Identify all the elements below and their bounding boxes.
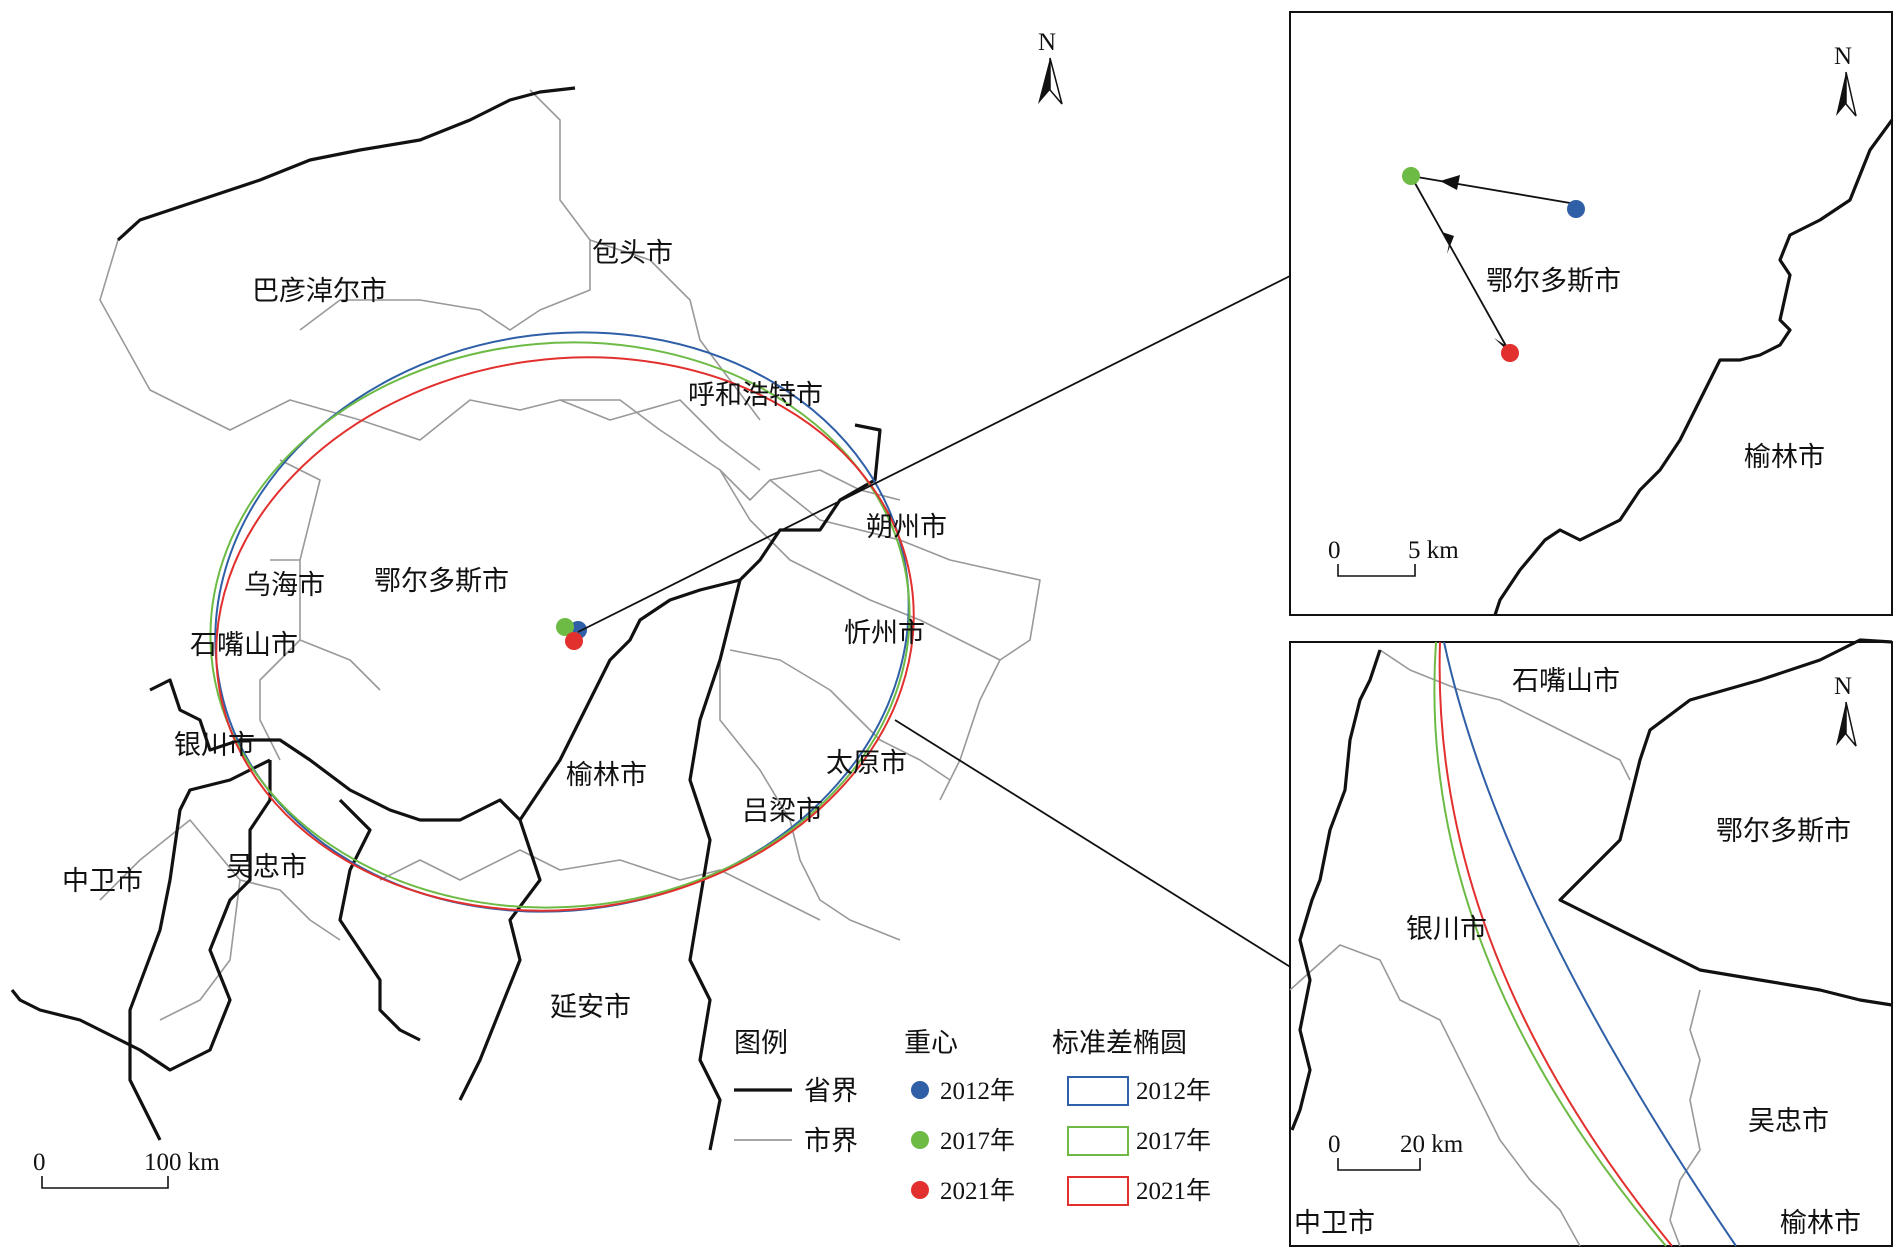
- svg-text:N: N: [1038, 29, 1056, 56]
- main-map: 巴彦淖尔市 包头市 呼和浩特市 鄂尔多斯市 乌海市 石嘴山市 银川市 朔州市 忻…: [10, 29, 1293, 1189]
- std-ellipses: [209, 331, 915, 913]
- leader-line-centroid: [577, 274, 1293, 633]
- svg-text:省界: 省界: [804, 1076, 858, 1107]
- legend: 图例 省界 市界 重心 2012年 2017年 2021年 标准差椭圆 2012…: [734, 1028, 1211, 1206]
- ellipse-2017: [209, 341, 911, 909]
- city-label: 吕梁市: [742, 796, 823, 827]
- svg-text:20 km: 20 km: [1400, 1131, 1464, 1158]
- inset-centroid-2017: [1402, 167, 1420, 185]
- svg-text:2021年: 2021年: [1136, 1177, 1211, 1205]
- svg-text:2017年: 2017年: [940, 1127, 1015, 1155]
- city-label: 银川市: [174, 730, 255, 761]
- centroid-2021-swatch: [911, 1181, 929, 1199]
- city-label: 忻州市: [844, 618, 925, 649]
- city-boundaries: [99, 89, 1041, 1021]
- province-boundaries: [10, 86, 882, 1151]
- city-label: 呼和浩特市: [688, 380, 823, 411]
- svg-text:0: 0: [33, 1149, 46, 1176]
- scale-bar: 0 100 km: [33, 1149, 220, 1189]
- city-label: 榆林市: [566, 760, 647, 791]
- svg-text:0: 0: [1328, 1131, 1341, 1158]
- svg-text:重心: 重心: [904, 1028, 958, 1059]
- city-label: 中卫市: [62, 866, 143, 897]
- ellipse-2017-swatch: [1067, 1126, 1129, 1156]
- svg-text:2012年: 2012年: [1136, 1077, 1211, 1105]
- svg-text:N: N: [1834, 43, 1852, 70]
- city-label: 石嘴山市: [1512, 666, 1620, 697]
- city-label: 包头市: [592, 238, 673, 269]
- city-label: 鄂尔多斯市: [1716, 816, 1851, 847]
- inset-ellipse-map: 石嘴山市 鄂尔多斯市 银川市 吴忠市 中卫市 榆林市 N 0 20 km: [1289, 638, 1893, 1247]
- centroid-2017-swatch: [911, 1131, 929, 1149]
- city-label: 朔州市: [866, 512, 947, 543]
- city-label: 榆林市: [1744, 442, 1825, 473]
- svg-text:0: 0: [1328, 537, 1341, 564]
- city-label: 榆林市: [1780, 1208, 1861, 1239]
- ellipse-2021: [215, 356, 915, 912]
- city-label: 中卫市: [1294, 1208, 1375, 1239]
- ellipse-2021-swatch: [1067, 1176, 1129, 1206]
- svg-text:N: N: [1834, 673, 1852, 700]
- city-label: 石嘴山市: [190, 630, 298, 661]
- inset-centroid-2021: [1501, 344, 1519, 362]
- svg-text:2012年: 2012年: [940, 1077, 1015, 1105]
- legend-title: 图例: [734, 1028, 788, 1059]
- city-label: 太原市: [826, 748, 907, 779]
- city-label: 吴忠市: [226, 852, 307, 883]
- centroid-2021: [565, 632, 583, 650]
- scale-bar: 0 5 km: [1328, 537, 1459, 577]
- city-label: 延安市: [550, 992, 631, 1023]
- svg-text:100 km: 100 km: [144, 1149, 220, 1176]
- svg-text:标准差椭圆: 标准差椭圆: [1052, 1028, 1187, 1059]
- north-arrow-icon: N: [1038, 29, 1063, 105]
- centroid-2017: [556, 618, 574, 636]
- city-label: 吴忠市: [1748, 1106, 1829, 1137]
- city-label: 乌海市: [244, 570, 325, 601]
- svg-text:5 km: 5 km: [1408, 537, 1459, 564]
- north-arrow-icon: N: [1834, 43, 1857, 117]
- svg-text:2021年: 2021年: [940, 1177, 1015, 1205]
- north-arrow-icon: N: [1834, 673, 1857, 747]
- city-label: 巴彦淖尔市: [252, 276, 387, 307]
- ellipse-2012-swatch: [1067, 1076, 1129, 1106]
- city-label: 鄂尔多斯市: [374, 566, 509, 597]
- inset-centroid-2012: [1567, 200, 1585, 218]
- scale-bar: 0 20 km: [1328, 1131, 1464, 1171]
- leader-line-ellipse: [894, 719, 1293, 969]
- city-label: 银川市: [1406, 914, 1487, 945]
- svg-text:2017年: 2017年: [1136, 1127, 1211, 1155]
- inset-centroid-map: 鄂尔多斯市 榆林市 N 0 5 km: [1289, 11, 1894, 616]
- svg-text:市界: 市界: [804, 1126, 858, 1157]
- city-label: 鄂尔多斯市: [1486, 266, 1621, 297]
- centroid-2012-swatch: [911, 1081, 929, 1099]
